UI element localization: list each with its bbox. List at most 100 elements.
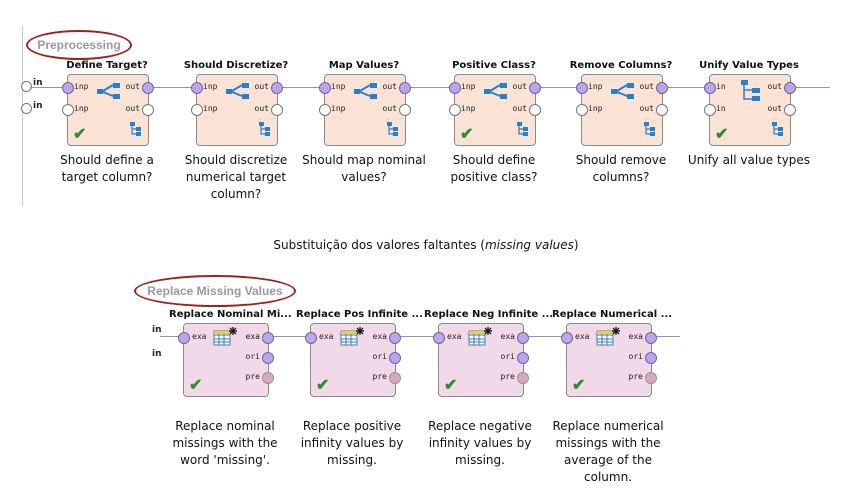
table-star-icon [595,326,621,353]
operator-input-port[interactable] [319,82,331,94]
operator-output-port-label: out [767,104,782,113]
operator-input-port[interactable] [704,104,716,116]
operator-input-port[interactable] [191,104,203,116]
operator-output-port-label: pre [372,372,387,381]
operator-input-port[interactable] [178,332,190,344]
connection-wire [30,87,830,88]
operator-input-port[interactable] [62,82,74,94]
operator-output-port[interactable] [517,332,529,344]
operator-output-port-label: out [639,82,654,91]
operator-output-port[interactable] [399,104,411,116]
operator-output-port[interactable] [784,82,796,94]
operator-output-port-label: out [125,104,140,113]
operator-output-port-label: out [254,104,269,113]
operator-title: Replace Nominal Mi... [169,309,292,320]
operator-output-port[interactable] [262,352,274,364]
checkmark-icon: ✔ [189,377,203,394]
operator-output-port-label: ori [245,352,260,361]
operator-input-port-label: inp [203,104,218,113]
operator-output-port[interactable] [399,82,411,94]
operator-description: Should discretize numerical target colum… [184,153,288,201]
operator-input-port-label: inp [588,82,603,91]
operator-description: Replace nominal missings with the word '… [172,419,278,467]
missing-values-caption: Substituição dos valores faltantes (miss… [0,238,852,252]
operator-output-port-label: exa [628,332,643,341]
operator-output-port[interactable] [262,332,274,344]
process-input-port-2[interactable] [21,103,32,114]
operator-output-port[interactable] [517,372,529,384]
operator-title: Replace Numerical ... [552,309,673,320]
operator-title: Replace Neg Infinite ... [424,309,554,320]
operator-output-port[interactable] [271,82,283,94]
operator-output-port-label: out [639,104,654,113]
process-input-port-1[interactable] [21,81,32,92]
operator-output-port-label: pre [245,372,260,381]
operator-input-port[interactable] [305,332,317,344]
operator-output-port[interactable] [389,372,401,384]
subprocess-icon [96,81,122,106]
operator-input-port[interactable] [191,82,203,94]
operator-output-port[interactable] [656,82,668,94]
operator-output-port[interactable] [784,104,796,116]
operator-output-port[interactable] [389,332,401,344]
operator-input-port[interactable] [704,82,716,94]
operator-output-port-label: pre [628,372,643,381]
operator-output-port[interactable] [142,104,154,116]
operator-title: Positive Class? [452,60,536,71]
subprocess-tree-icon [517,122,529,141]
replace-missing-values-label[interactable]: Replace Missing Values [134,275,296,307]
operator-output-port[interactable] [271,104,283,116]
checkmark-icon: ✔ [316,377,330,394]
preprocessing-label[interactable]: Preprocessing [26,30,132,60]
operator-output-port[interactable] [645,372,657,384]
operator-output-port[interactable] [645,352,657,364]
operator-description: Replace positive infinity values by miss… [300,419,404,467]
operator-output-port[interactable] [142,82,154,94]
operator-input-port[interactable] [576,82,588,94]
operator-output-port[interactable] [529,104,541,116]
operator-output-port[interactable] [645,332,657,344]
operator-description: Should define a target column? [60,153,154,184]
subprocess-icon [610,81,636,106]
caption-prefix: Substituição dos valores faltantes ( [273,238,485,252]
operator-input-port[interactable] [62,104,74,116]
operator-input-port-label: inp [331,82,346,91]
operator-output-port-label: out [382,82,397,91]
replace-connection-wire [160,336,680,337]
table-star-icon [339,326,365,353]
operator-input-port[interactable] [449,82,461,94]
operator-title: Define Target? [66,60,148,71]
operator-output-port[interactable] [656,104,668,116]
subprocess-tree-icon [772,122,784,141]
checkmark-icon: ✔ [572,377,586,394]
operator-input-port[interactable] [449,104,461,116]
operator-output-port[interactable] [529,82,541,94]
subprocess-tree-icon [259,122,271,141]
operator-output-port[interactable] [517,352,529,364]
operator-input-port-label: exa [192,332,207,341]
operator-input-port[interactable] [561,332,573,344]
operator-title: Should Discretize? [183,60,289,71]
caption-suffix: ) [573,238,579,252]
replace-input-port-2-label: in [152,349,162,359]
operator-output-port[interactable] [389,352,401,364]
operator-output-port-label: out [254,82,269,91]
operator-input-port[interactable] [319,104,331,116]
operator-output-port-label: out [512,82,527,91]
operator-input-port[interactable] [433,332,445,344]
operator-output-port-label: out [125,82,140,91]
operator-input-port[interactable] [576,104,588,116]
operator-output-port-label: out [512,104,527,113]
process-input-port-2-label: in [33,101,43,111]
operator-output-port[interactable] [262,372,274,384]
